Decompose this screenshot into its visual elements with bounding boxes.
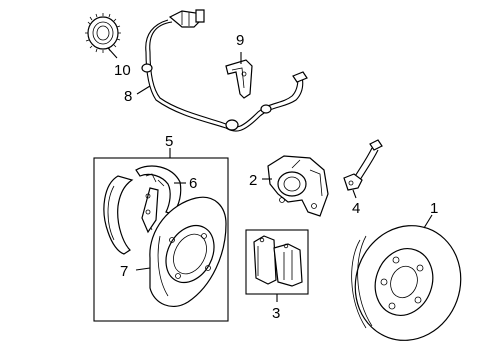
brake-shoes-icon	[103, 165, 182, 255]
brake-rotor-icon	[351, 225, 462, 341]
callout-7: 7	[120, 263, 128, 280]
parking-brake-assembly-box-icon	[93, 157, 229, 322]
callout-6: 6	[189, 175, 197, 192]
callout-2: 2	[249, 172, 257, 189]
brake-caliper-icon	[267, 155, 329, 217]
backing-plate-icon	[149, 196, 227, 307]
callout-9: 9	[236, 32, 244, 49]
callout-8: 8	[124, 88, 132, 105]
wire-bracket-icon	[225, 59, 253, 99]
callout-1: 1	[430, 200, 438, 217]
abs-sensor-wire-icon	[141, 9, 308, 132]
callout-3: 3	[272, 305, 280, 322]
callout-4: 4	[352, 200, 360, 217]
brake-pads-icon	[253, 235, 303, 287]
callout-5: 5	[165, 133, 173, 150]
tone-ring-icon	[85, 13, 121, 53]
callout-10: 10	[114, 62, 131, 79]
brake-hose-icon	[343, 139, 383, 191]
